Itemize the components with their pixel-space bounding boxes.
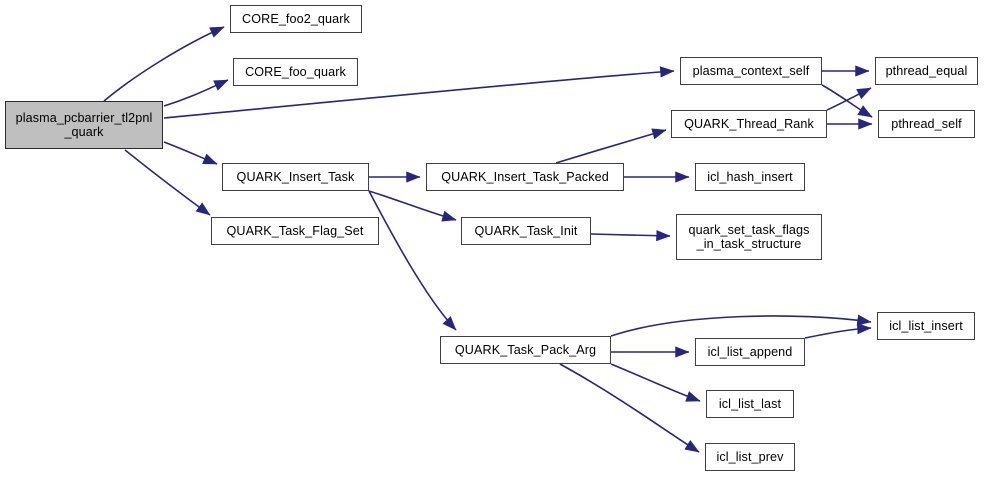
graph-node-label: icl_list_insert [889, 319, 963, 333]
graph-node-n_init[interactable]: QUARK_Task_Init [461, 217, 591, 245]
graph-node-n_pack[interactable]: QUARK_Insert_Task_Packed [426, 163, 624, 191]
call-edge-n_pack-to-n_rank [555, 128, 667, 164]
graph-node-label: QUARK_Task_Init [474, 224, 578, 238]
call-edge-n_lapp-to-n_lins [804, 323, 872, 339]
graph-node-n_lins[interactable]: icl_list_insert [877, 312, 975, 340]
graph-node-n_lprv[interactable]: icl_list_prev [705, 443, 795, 471]
call-edge-root-to-n_foo2 [103, 26, 225, 102]
graph-node-n_ctx[interactable]: plasma_context_self [680, 57, 822, 85]
graph-node-label: quark_set_task_flags _in_task_structure [688, 223, 810, 251]
graph-node-n_qset[interactable]: quark_set_task_flags _in_task_structure [676, 214, 822, 260]
graph-node-n_rank[interactable]: QUARK_Thread_Rank [671, 110, 827, 138]
graph-node-n_lapp[interactable]: icl_list_append [695, 338, 805, 366]
call-edge-n_ctx-to-n_pse [821, 84, 873, 118]
graph-node-n_parg[interactable]: QUARK_Task_Pack_Arg [440, 336, 611, 364]
call-edge-root-to-n_flag [124, 149, 211, 216]
graph-node-n_foo[interactable]: CORE_foo_quark [233, 58, 358, 86]
call-edge-n_rank-to-n_peq [826, 87, 872, 111]
graph-node-label: CORE_foo2_quark [242, 12, 350, 26]
graph-node-label: icl_list_append [707, 345, 793, 359]
graph-node-n_ins[interactable]: QUARK_Insert_Task [222, 163, 369, 191]
graph-node-n_hash[interactable]: icl_hash_insert [695, 163, 805, 191]
call-edge-root-to-n_foo [163, 79, 229, 107]
graph-node-n_flag[interactable]: QUARK_Task_Flag_Set [211, 217, 379, 245]
graph-node-root[interactable]: plasma_pcbarrier_tl2pnl _quark [5, 101, 163, 149]
graph-node-n_llas[interactable]: icl_list_last [706, 390, 794, 418]
graph-node-label: plasma_context_self [692, 64, 810, 78]
call-edge-root-to-n_ctx [163, 66, 675, 119]
graph-node-label: icl_list_prev [716, 450, 784, 464]
graph-node-label: pthread_self [891, 117, 962, 131]
edge-layer [103, 26, 873, 453]
graph-node-n_pse[interactable]: pthread_self [878, 110, 975, 138]
call-edge-n_parg-to-n_llas [610, 363, 701, 402]
graph-node-label: pthread_equal [885, 64, 968, 78]
call-edge-n_parg-to-n_lprv [559, 363, 700, 453]
graph-node-label: QUARK_Task_Pack_Arg [454, 343, 597, 357]
graph-node-label: icl_list_last [718, 397, 782, 411]
graph-node-label: icl_hash_insert [707, 170, 793, 184]
call-edge-n_parg-to-n_lins [610, 314, 872, 337]
graph-node-n_foo2[interactable]: CORE_foo2_quark [230, 5, 362, 33]
graph-node-label: QUARK_Insert_Task [236, 170, 355, 184]
call-edge-root-to-n_ins [163, 141, 218, 165]
graph-node-label: QUARK_Thread_Rank [684, 117, 814, 131]
call-edge-n_ins-to-n_parg [368, 190, 457, 331]
graph-node-label: plasma_pcbarrier_tl2pnl _quark [15, 111, 153, 139]
graph-node-label: QUARK_Insert_Task_Packed [441, 170, 609, 184]
call-edge-n_init-to-n_qset [590, 230, 671, 242]
graph-node-n_peq[interactable]: pthread_equal [875, 57, 978, 85]
call-edge-n_ins-to-n_init [368, 190, 457, 222]
graph-node-label: CORE_foo_quark [245, 65, 346, 79]
graph-node-label: QUARK_Task_Flag_Set [226, 224, 364, 238]
